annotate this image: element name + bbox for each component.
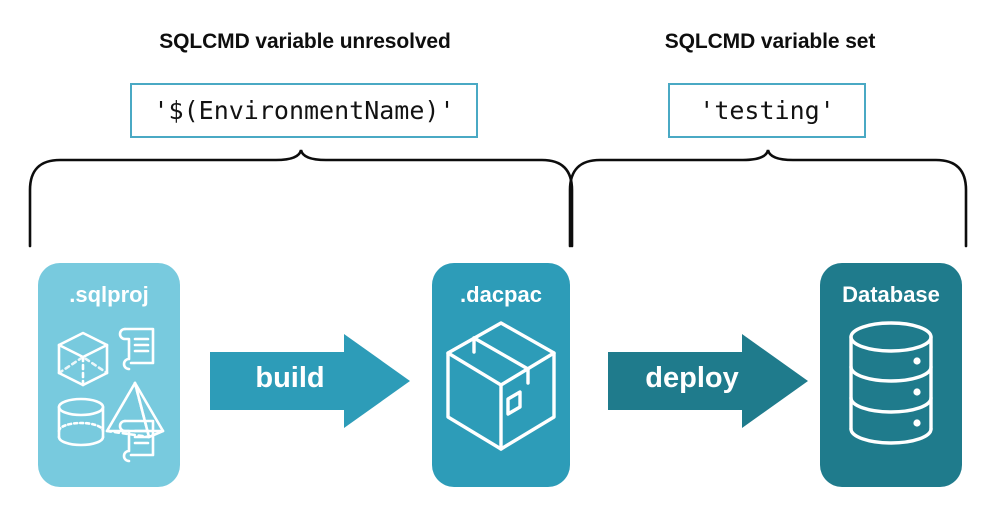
script-scroll-icon-top (118, 327, 155, 371)
heading-sqlcmd-variable-unresolved: SQLCMD variable unresolved (159, 30, 451, 53)
code-box-environment-name: '$(EnvironmentName)' (130, 83, 478, 138)
arrow-deploy-label: deploy (645, 362, 739, 394)
stage-box-sqlproj: .sqlproj (38, 263, 180, 487)
stage-box-database: Database (820, 263, 962, 487)
brace-left (28, 149, 574, 248)
database-cylinder-icon (820, 317, 962, 453)
code-box-testing: 'testing' (668, 83, 866, 138)
package-box-icon (432, 317, 570, 457)
script-scroll-icon-bottom (118, 419, 155, 463)
project-objects-icon (38, 317, 180, 467)
arrow-build-label: build (255, 362, 325, 394)
arrow-deploy (608, 334, 808, 428)
stage-box-dacpac-label: .dacpac (460, 282, 542, 307)
heading-sqlcmd-variable-set: SQLCMD variable set (664, 30, 876, 53)
brace-right (568, 149, 968, 248)
pyramid-icon (105, 381, 165, 439)
stage-box-dacpac: .dacpac (432, 263, 570, 487)
arrow-build (210, 334, 410, 428)
cube-icon (57, 331, 109, 387)
stage-box-sqlproj-label: .sqlproj (69, 282, 149, 307)
cylinder-icon (57, 397, 105, 447)
stage-box-database-label: Database (842, 282, 940, 307)
